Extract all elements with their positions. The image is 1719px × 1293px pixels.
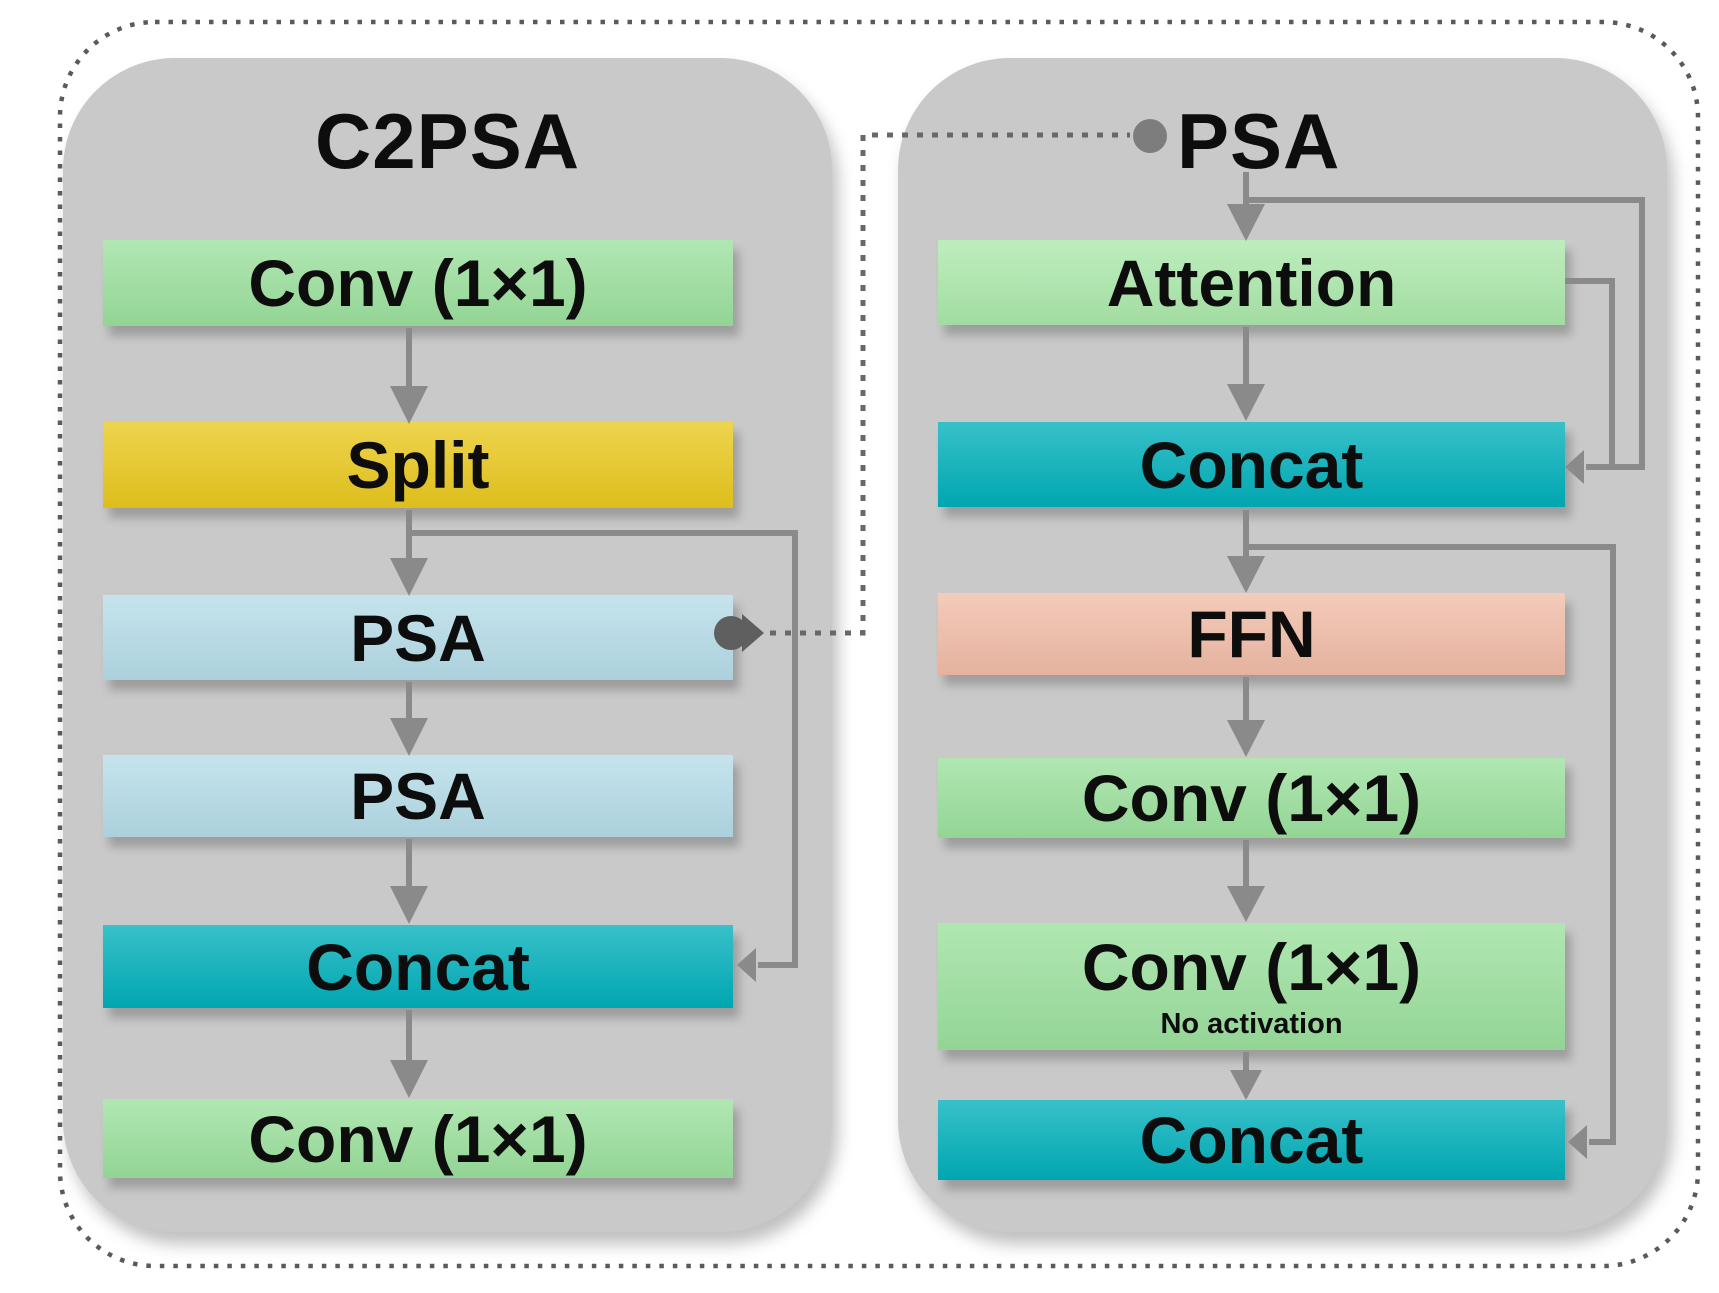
block-conv1x1-right-1: Conv (1×1) [938,758,1565,838]
no-activation-note: No activation [1160,1008,1343,1040]
block-conv1x1-top-left: Conv (1×1) [103,240,733,326]
block-conv1x1-no-activation: Conv (1×1) No activation [938,923,1565,1050]
c2psa-panel-title: C2PSA [314,97,581,185]
block-psa-2: PSA [103,755,733,837]
block-concat-left: Concat [103,925,733,1008]
block-concat-right-2: Concat [938,1100,1565,1180]
block-attention: Attention [938,240,1565,325]
block-conv1x1-bottom-left: Conv (1×1) [103,1099,733,1178]
block-label: Conv (1×1) [1081,930,1422,1004]
block-ffn: FFN [938,593,1565,675]
block-concat-right-1: Concat [938,422,1565,507]
block-psa-1: PSA [103,595,733,680]
psa-panel-title: PSA [1177,97,1341,185]
block-split: Split [103,422,733,508]
